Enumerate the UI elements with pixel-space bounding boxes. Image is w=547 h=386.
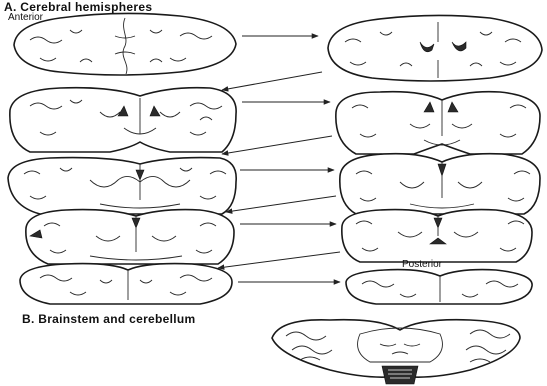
slice-9 (20, 264, 232, 304)
section-b-title: B. Brainstem and cerebellum (22, 312, 196, 326)
posterior-label: Posterior (402, 259, 442, 270)
slice-10 (346, 270, 532, 304)
sequence-arrows (218, 36, 340, 282)
arrow-6 (226, 196, 336, 212)
slice-4 (336, 92, 540, 154)
slice-5 (8, 158, 236, 214)
slice-3 (10, 88, 236, 152)
slice-8 (342, 210, 532, 262)
arrow-8 (218, 252, 340, 268)
slice-2 (328, 15, 542, 81)
arrow-2 (222, 72, 322, 90)
anterior-label: Anterior (8, 12, 43, 23)
slice-7 (26, 210, 234, 264)
slice-1 (14, 13, 236, 75)
slice-6 (340, 154, 540, 214)
brainstem-cerebellum (272, 320, 520, 384)
arrow-4 (222, 136, 332, 154)
